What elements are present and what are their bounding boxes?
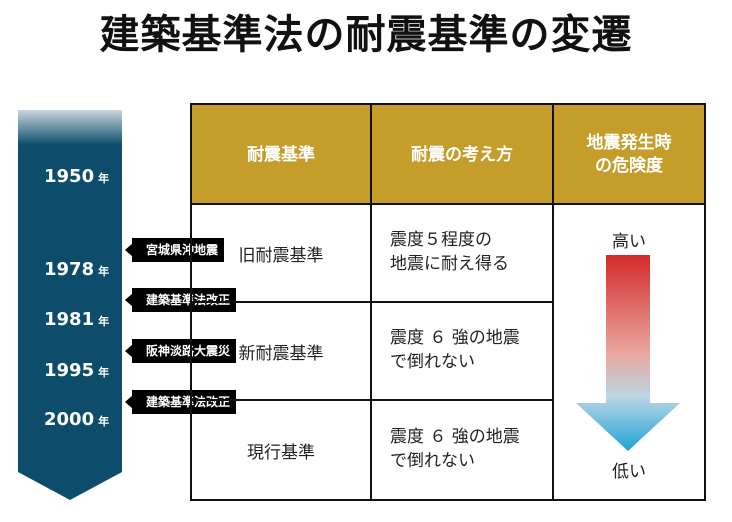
header-concept: 耐震の考え方 [372,105,552,205]
event-label: 建築基準法改正 [124,288,237,312]
header-risk: 地震発生時 の危険度 [554,105,704,205]
risk-arrow-icon [576,255,680,451]
event-label: 建築基準法改正 [124,390,237,414]
standard-concept: 震度 ６ 強の地震で倒れない [390,427,520,471]
header-standard: 耐震基準 [192,105,370,205]
row-divider [192,399,554,401]
standard-name: 旧耐震基準 [238,245,324,266]
risk-high-label: 高い [612,232,646,252]
row-divider [192,301,554,303]
timeline-arrow-shape [18,110,122,500]
page-title: 建築基準法の耐震基準の変遷 [99,12,633,58]
risk-low-label: 低い [612,462,646,482]
standard-concept: 震度５程度の地震に耐え得る [390,230,509,274]
event-label: 宮城県沖地震 [124,238,225,262]
event-label: 阪神淡路大震災 [124,339,237,363]
row-divider [192,203,704,205]
standard-concept: 震度 ６ 強の地震で倒れない [390,328,520,372]
standard-name: 新耐震基準 [238,343,324,364]
standard-name: 現行基準 [247,442,315,463]
seismic-standards-table: 耐震基準 耐震の考え方 地震発生時 の危険度 旧耐震基準 震度５程度の地震に耐え… [190,103,706,501]
